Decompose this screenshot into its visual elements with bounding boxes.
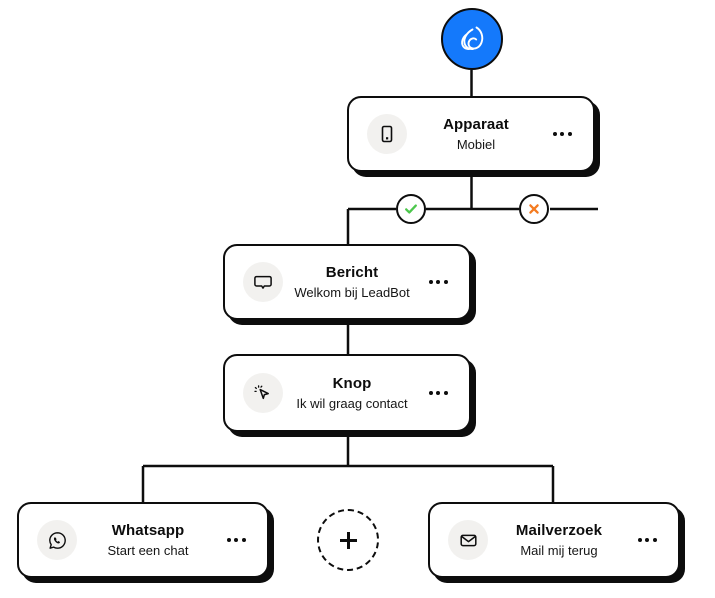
device-node-subtitle: Mobiel bbox=[456, 136, 496, 152]
more-options-icon[interactable] bbox=[421, 280, 455, 284]
close-icon bbox=[529, 204, 539, 214]
whatsapp-node-subtitle: Start een chat bbox=[107, 542, 189, 558]
mail-request-node-subtitle: Mail mij terug bbox=[520, 542, 598, 558]
button-node-subtitle: Ik wil graag contact bbox=[296, 395, 408, 411]
button-node-text: Knop Ik wil graag contact bbox=[283, 374, 421, 412]
device-node-text: Apparaat Mobiel bbox=[407, 115, 545, 153]
mail-request-node[interactable]: Mailverzoek Mail mij terug bbox=[428, 502, 680, 578]
whatsapp-icon-wrap bbox=[37, 520, 77, 560]
message-node-title: Bericht bbox=[325, 263, 379, 281]
whatsapp-node-title: Whatsapp bbox=[111, 521, 185, 539]
button-node[interactable]: Knop Ik wil graag contact bbox=[223, 354, 471, 432]
mobile-phone-icon-wrap bbox=[367, 114, 407, 154]
success-badge[interactable] bbox=[396, 194, 426, 224]
mail-request-node-title: Mailverzoek bbox=[515, 521, 603, 539]
more-options-icon[interactable] bbox=[630, 538, 664, 542]
envelope-icon bbox=[459, 534, 477, 546]
cursor-click-icon bbox=[254, 385, 269, 400]
speech-bubble-icon-wrap bbox=[243, 262, 283, 302]
device-node[interactable]: Apparaat Mobiel bbox=[347, 96, 595, 172]
plus-icon-vertical bbox=[346, 531, 350, 549]
device-node-title: Apparaat bbox=[443, 115, 509, 133]
whatsapp-node[interactable]: Whatsapp Start een chat bbox=[17, 502, 269, 578]
more-options-icon[interactable] bbox=[545, 132, 579, 136]
whatsapp-icon bbox=[48, 531, 66, 549]
envelope-icon-wrap bbox=[448, 520, 488, 560]
failure-badge[interactable] bbox=[519, 194, 549, 224]
message-node-subtitle: Welkom bij LeadBot bbox=[294, 284, 410, 300]
whatsapp-node-text: Whatsapp Start een chat bbox=[77, 521, 219, 559]
message-node-text: Bericht Welkom bij LeadBot bbox=[283, 263, 421, 301]
spiral-scribble-icon bbox=[461, 26, 484, 51]
mobile-phone-icon bbox=[381, 125, 393, 143]
more-options-icon[interactable] bbox=[219, 538, 253, 542]
mail-request-node-text: Mailverzoek Mail mij terug bbox=[488, 521, 630, 559]
button-node-title: Knop bbox=[332, 374, 372, 392]
cursor-click-icon-wrap bbox=[243, 373, 283, 413]
add-node-button[interactable] bbox=[317, 509, 379, 571]
more-options-icon[interactable] bbox=[421, 391, 455, 395]
check-icon bbox=[405, 204, 417, 214]
message-node[interactable]: Bericht Welkom bij LeadBot bbox=[223, 244, 471, 320]
speech-bubble-icon bbox=[254, 275, 272, 289]
leadbot-logo bbox=[441, 8, 503, 70]
